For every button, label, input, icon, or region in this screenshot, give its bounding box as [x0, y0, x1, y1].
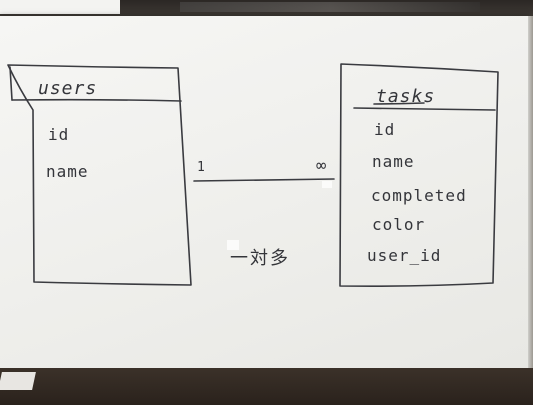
background-paper-strip: [0, 0, 120, 14]
relationship-line: [193, 178, 335, 182]
tasks-field-name: name: [372, 152, 415, 171]
users-title-divider: [11, 98, 182, 102]
eraser-mark: [322, 181, 332, 188]
paper-edge: [528, 16, 533, 368]
users-entity-title: users: [38, 78, 98, 99]
left-cardinality-label: 1: [197, 160, 206, 175]
users-field-id: id: [48, 125, 70, 144]
right-cardinality-label: ∞: [316, 156, 328, 176]
background-blur: [180, 2, 480, 12]
tasks-field-color: color: [372, 215, 426, 234]
tasks-field-completed: completed: [371, 186, 467, 205]
users-field-name: name: [46, 162, 89, 181]
tasks-field-id: id: [374, 120, 396, 139]
paper-sheet: [0, 16, 530, 368]
tasks-title-divider: [353, 107, 496, 111]
users-entity-box: [7, 64, 192, 286]
tasks-title-underline: [373, 102, 425, 105]
users-left-edge: [9, 66, 13, 101]
relationship-label: 一対多: [230, 248, 290, 269]
eraser-mark-label: [227, 240, 239, 250]
tasks-field-user-id: user_id: [367, 246, 442, 265]
tasks-entity-title: tasks: [376, 86, 436, 107]
desk-background-bottom: [0, 368, 533, 405]
tasks-entity-box: [339, 63, 499, 287]
